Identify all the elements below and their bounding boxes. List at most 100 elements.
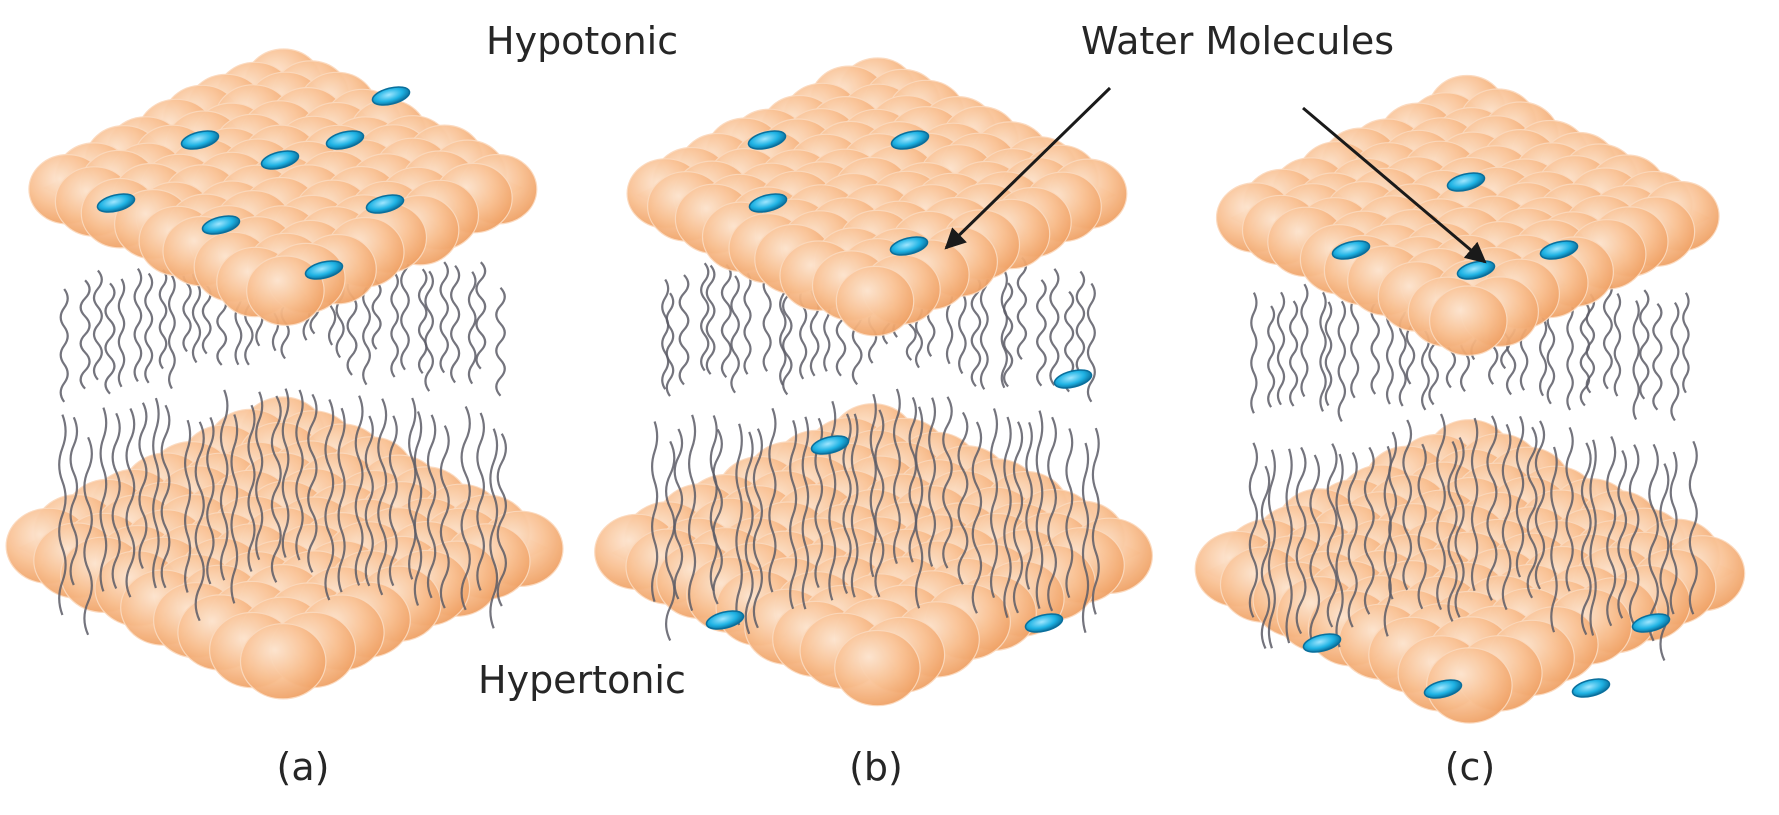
bottom-leaflet-tail	[1267, 449, 1276, 649]
bottom-leaflet-tail	[111, 412, 121, 589]
water-molecule-icon	[747, 130, 787, 150]
bottom-leaflet-tail	[989, 408, 999, 598]
top-leaflet-tail	[1579, 301, 1591, 407]
panels-group	[5, 48, 1746, 724]
bottom-leaflet-tail	[1383, 445, 1392, 637]
top-leaflet-tail	[1000, 269, 1008, 389]
bottom-leaflet-tail	[1669, 451, 1678, 615]
top-leaflet-tail	[59, 288, 69, 403]
bottom-leaflet-tail	[206, 416, 215, 585]
bottom-leaflet-tail	[184, 419, 192, 593]
bottom-leaflet-tail	[957, 411, 969, 585]
top-leaflet-tail	[1075, 270, 1086, 374]
top-leaflet-tail	[1337, 300, 1347, 422]
bottom-leaflet-tail	[828, 400, 837, 601]
bottom-leaflet-tail	[364, 415, 374, 587]
bottom-leaflet-tail	[1363, 446, 1375, 615]
water-molecules-label: Water Molecules	[1081, 19, 1394, 63]
bottom-leaflet-tail	[1501, 423, 1512, 611]
top-leaflet-tail	[979, 268, 989, 390]
top-leaflet-tail	[1324, 301, 1333, 407]
bottom-leaflet-tail	[270, 395, 282, 583]
top-leaflet-tail	[743, 272, 752, 375]
top-leaflet-tail	[133, 267, 143, 383]
panel-c	[1194, 74, 1746, 724]
bottom-leaflet-tail	[69, 416, 79, 586]
top-leaflet-tail	[400, 250, 410, 371]
bottom-leaflet-tail	[1260, 465, 1271, 649]
top-leaflet-tail	[665, 292, 675, 397]
top-leaflet-tail	[1086, 282, 1096, 403]
water-molecule-icon	[748, 193, 788, 213]
top-leaflet-tail	[970, 275, 982, 388]
water-molecule-icon	[1539, 240, 1579, 260]
water-molecule-icon	[371, 86, 411, 106]
bottom-leaflet-tail	[1606, 436, 1617, 627]
hypotonic-label: Hypotonic	[486, 19, 678, 63]
bottom-leaflet-tail	[801, 416, 810, 610]
bottom-leaflet-tail	[1347, 451, 1358, 628]
top-leaflet-tail	[779, 276, 787, 386]
bottom-leaflet-tail	[1617, 449, 1628, 619]
panel-b-caption: (b)	[849, 745, 903, 789]
bottom-leaflet-tail	[247, 404, 256, 572]
water-molecule-icon	[889, 236, 929, 256]
bottom-leaflet-tail	[768, 407, 777, 593]
bottom-leaflet-tail	[1035, 410, 1044, 609]
panel-b	[594, 57, 1154, 707]
bottom-leaflet-tail	[1534, 420, 1546, 590]
top-leaflet-tail	[1003, 282, 1014, 388]
bottom-leaflet-tail	[230, 414, 239, 604]
bottom-leaflet-tail	[651, 421, 659, 603]
top-leaflet-tail	[158, 269, 168, 370]
bottom-leaflet-tail	[1248, 442, 1259, 618]
bottom-leaflet-tail	[1003, 416, 1012, 619]
bottom-leaflet-tail	[744, 431, 754, 635]
bottom-leaflet-tail	[1550, 446, 1558, 633]
top-leaflet-tail	[1289, 300, 1299, 407]
panel-c-caption: (c)	[1445, 745, 1496, 789]
bottom-leaflet-tail	[1012, 421, 1024, 614]
bottom-leaflet-tail	[496, 433, 507, 607]
bottom-leaflet-tail	[1047, 416, 1057, 612]
top-leaflet-tail	[1300, 283, 1309, 398]
bottom-leaflet-tail	[1388, 431, 1398, 600]
bottom-leaflet-tail	[1417, 443, 1427, 610]
top-leaflet-tail	[1670, 301, 1680, 422]
bottom-leaflet-tail	[426, 414, 437, 599]
top-leaflet-tail	[1016, 256, 1028, 360]
bottom-leaflet-tail	[1025, 422, 1033, 590]
water-molecule-icon	[365, 194, 405, 214]
panel-a	[5, 48, 564, 700]
bottom-leaflet-tail	[413, 411, 423, 606]
top-leaflet-tail	[1276, 291, 1286, 406]
bottom-leaflet-tail	[388, 415, 398, 587]
bottom-leaflet-tail	[460, 406, 471, 611]
bottom-leaflet-tail	[152, 397, 160, 589]
water-molecule-icon	[304, 260, 344, 280]
top-leaflet-tail	[475, 261, 487, 370]
bottom-leaflet-tail	[138, 402, 148, 569]
water-molecule-icon	[705, 610, 745, 630]
bottom-leaflet-tail	[1326, 443, 1338, 628]
bottom-leaflet-tail	[99, 407, 108, 592]
bottom-leaflet-tail	[1659, 463, 1670, 661]
water-molecule-icon	[201, 215, 241, 235]
bottom-leaflet-tail	[1628, 444, 1640, 625]
hypertonic-label: Hypertonic	[478, 658, 686, 702]
bottom-leaflet-tail	[408, 397, 417, 580]
bottom-leaflet-tail	[255, 391, 264, 561]
panel-a-caption: (a)	[277, 745, 330, 789]
water-molecule-icon	[1053, 369, 1093, 389]
bottom-leaflet-tail	[354, 395, 364, 586]
water-molecule-icon	[1631, 613, 1671, 633]
bottom-leaflet-tail	[928, 397, 937, 567]
bottom-leaflet-tail	[58, 414, 67, 616]
water-molecule-icon	[96, 193, 136, 213]
top-leaflet-tail	[700, 262, 710, 372]
water-molecule-icon	[810, 435, 850, 455]
bottom-leaflet-tail	[307, 393, 318, 573]
bottom-leaflet-tail	[1295, 446, 1307, 635]
top-leaflet-tail	[104, 282, 116, 395]
water-molecule-icon	[1331, 240, 1371, 260]
